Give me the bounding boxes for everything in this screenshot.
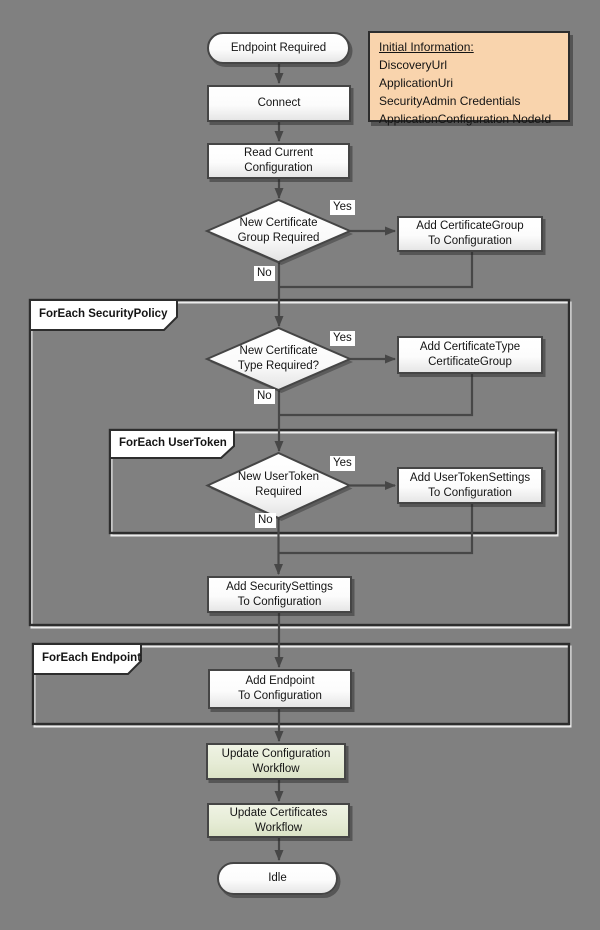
add-user-token-line2: To Configuration xyxy=(428,486,512,499)
idle-node: Idle xyxy=(217,862,338,895)
add-endpoint-line1: Add Endpoint xyxy=(245,675,315,687)
connect-step: Connect xyxy=(207,85,351,122)
decision-cert-group-line1: New Certificate xyxy=(239,217,318,229)
no-label-cert-type: No xyxy=(254,389,275,404)
decision-cert-type-line2: Type Required? xyxy=(237,360,320,372)
add-security-step: Add SecuritySettings To Configuration xyxy=(207,576,352,613)
connector-lines xyxy=(274,64,474,861)
add-endpoint-line2: To Configuration xyxy=(238,690,322,702)
tab-security-policy-shape xyxy=(29,299,178,331)
tab-endpoint-shape xyxy=(32,643,142,675)
decision-user-token-shape xyxy=(205,451,352,520)
add-user-token-line1: Add UserTokenSettings xyxy=(409,471,531,484)
no-label-cert-group: No xyxy=(254,266,275,281)
decision-cert-group-text: New Certificate Group Required xyxy=(208,216,349,246)
decision-cert-group-line2: Group Required xyxy=(237,232,320,244)
decision-cert-type-text: New Certificate Type Required? xyxy=(208,344,349,374)
start-node-label: Endpoint Required xyxy=(230,41,327,54)
container-endpoint xyxy=(31,642,572,728)
note-item: SecurityAdmin Credentials xyxy=(379,94,521,108)
read-config-step: Read Current Configuration xyxy=(207,143,350,179)
initial-information-note: Initial Information: DiscoveryUrl Applic… xyxy=(368,31,570,126)
tab-user-token-shape xyxy=(109,429,235,459)
container-user-token xyxy=(108,428,559,537)
add-security-line2: To Configuration xyxy=(237,595,322,608)
add-cert-type-step: Add CertificateType CertificateGroup xyxy=(397,336,543,374)
tab-security-policy-label: ForEach SecurityPolicy xyxy=(39,308,168,320)
decision-user-token-line2: Required xyxy=(255,486,302,498)
update-certs-line2: Workflow xyxy=(254,821,303,834)
decision-cert-type-shape xyxy=(204,326,353,392)
read-config-line1: Read Current xyxy=(243,147,314,159)
decision-user-token-text: New UserToken Required xyxy=(208,470,349,500)
update-certs-line1: Update Certificates xyxy=(229,806,328,819)
tab-user-token-label: ForEach UserToken xyxy=(119,437,227,449)
add-cert-type-line1: Add CertificateType xyxy=(419,341,521,353)
note-item: DiscoveryUrl xyxy=(379,58,448,72)
update-config-line2: Workflow xyxy=(252,762,300,775)
tab-endpoint-label: ForEach Endpoint xyxy=(42,652,142,664)
container-security-policy xyxy=(28,298,572,629)
add-cert-group-step: Add CertificateGroup To Configuration xyxy=(397,216,543,252)
read-config-line2: Configuration xyxy=(244,162,313,174)
no-label-user-token: No xyxy=(255,513,276,528)
update-config-step: Update Configuration Workflow xyxy=(206,743,346,780)
start-node: Endpoint Required xyxy=(207,32,350,64)
add-security-line1: Add SecuritySettings xyxy=(226,580,333,593)
add-cert-type-line2: CertificateGroup xyxy=(428,356,512,368)
note-item: ApplicationConfiguration NodeId xyxy=(379,112,552,126)
yes-label-cert-type: Yes xyxy=(330,331,355,346)
note-item: ApplicationUri xyxy=(379,76,454,90)
add-cert-group-line1: Add CertificateGroup xyxy=(416,220,524,232)
note-title: Initial Information: xyxy=(379,40,474,54)
add-user-token-step: Add UserTokenSettings To Configuration xyxy=(397,467,543,504)
yes-label-user-token: Yes xyxy=(330,456,355,471)
decision-cert-type-line1: New Certificate xyxy=(239,345,318,357)
decision-user-token-line1: New UserToken xyxy=(237,471,320,483)
add-cert-group-line2: To Configuration xyxy=(428,235,512,247)
update-certs-step: Update Certificates Workflow xyxy=(207,803,350,838)
add-endpoint-step: Add Endpoint To Configuration xyxy=(208,669,352,709)
yes-label-cert-group: Yes xyxy=(330,200,355,215)
decision-cert-group-shape xyxy=(204,198,353,264)
connect-step-label: Connect xyxy=(257,97,301,109)
update-config-line1: Update Configuration xyxy=(221,747,331,760)
idle-node-label: Idle xyxy=(268,872,287,884)
